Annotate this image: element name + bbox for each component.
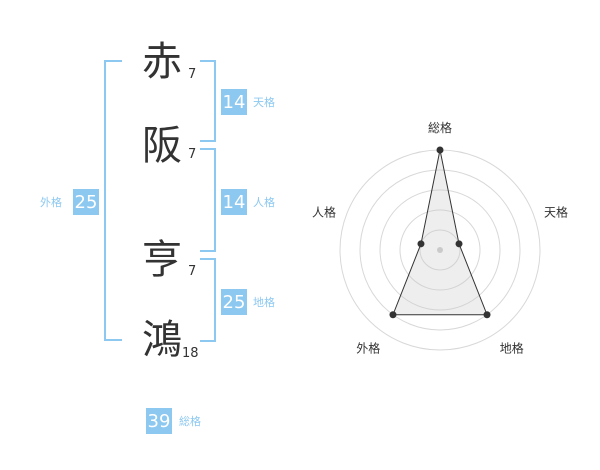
ten-value-badge: 14 (221, 89, 247, 115)
outer-bracket (104, 60, 122, 341)
radar-point-4 (389, 311, 397, 319)
ten-bracket (200, 60, 216, 142)
radar-axis-label-4: 外格 (356, 341, 380, 356)
chi-value-badge: 25 (221, 289, 247, 315)
name-char-3: 亨 (142, 237, 182, 283)
sou-label: 総格 (179, 415, 201, 428)
name-char-1: 赤 (142, 39, 182, 85)
radar-point-3 (483, 311, 491, 319)
jin-bracket (200, 148, 216, 252)
chi-label: 地格 (253, 296, 275, 309)
stroke-count-2: 7 (188, 147, 197, 162)
radar-point-5 (417, 240, 425, 248)
radar-axis-label-2: 天格 (544, 204, 568, 219)
radar-grid-ring-3 (379, 189, 501, 311)
stroke-count-1: 7 (188, 67, 197, 82)
gai-label: 外格 (40, 196, 62, 209)
radar-axis-label-1: 総格 (428, 120, 452, 135)
stroke-count-4: 18 (182, 346, 199, 361)
radar-grid-ring-1 (419, 229, 461, 271)
jin-value-badge: 14 (221, 189, 247, 215)
gai-value-badge: 25 (73, 189, 99, 215)
radar-value-polygon (392, 149, 488, 316)
name-char-4: 鴻 (142, 317, 182, 363)
jin-label: 人格 (253, 196, 275, 209)
name-char-2: 阪 (142, 123, 182, 169)
radar-grid-ring-4 (359, 169, 521, 331)
radar-center-dot (437, 247, 443, 253)
radar-axis-label-3: 地格 (500, 341, 524, 356)
radar-point-1 (436, 146, 444, 154)
radar-grid-ring-2 (399, 209, 481, 291)
ten-label: 天格 (253, 96, 275, 109)
stroke-count-3: 7 (188, 264, 197, 279)
sou-value-badge: 39 (146, 408, 172, 434)
radar-point-2 (455, 240, 463, 248)
chi-bracket (200, 258, 216, 342)
radar-axis-label-5: 人格 (312, 204, 336, 219)
